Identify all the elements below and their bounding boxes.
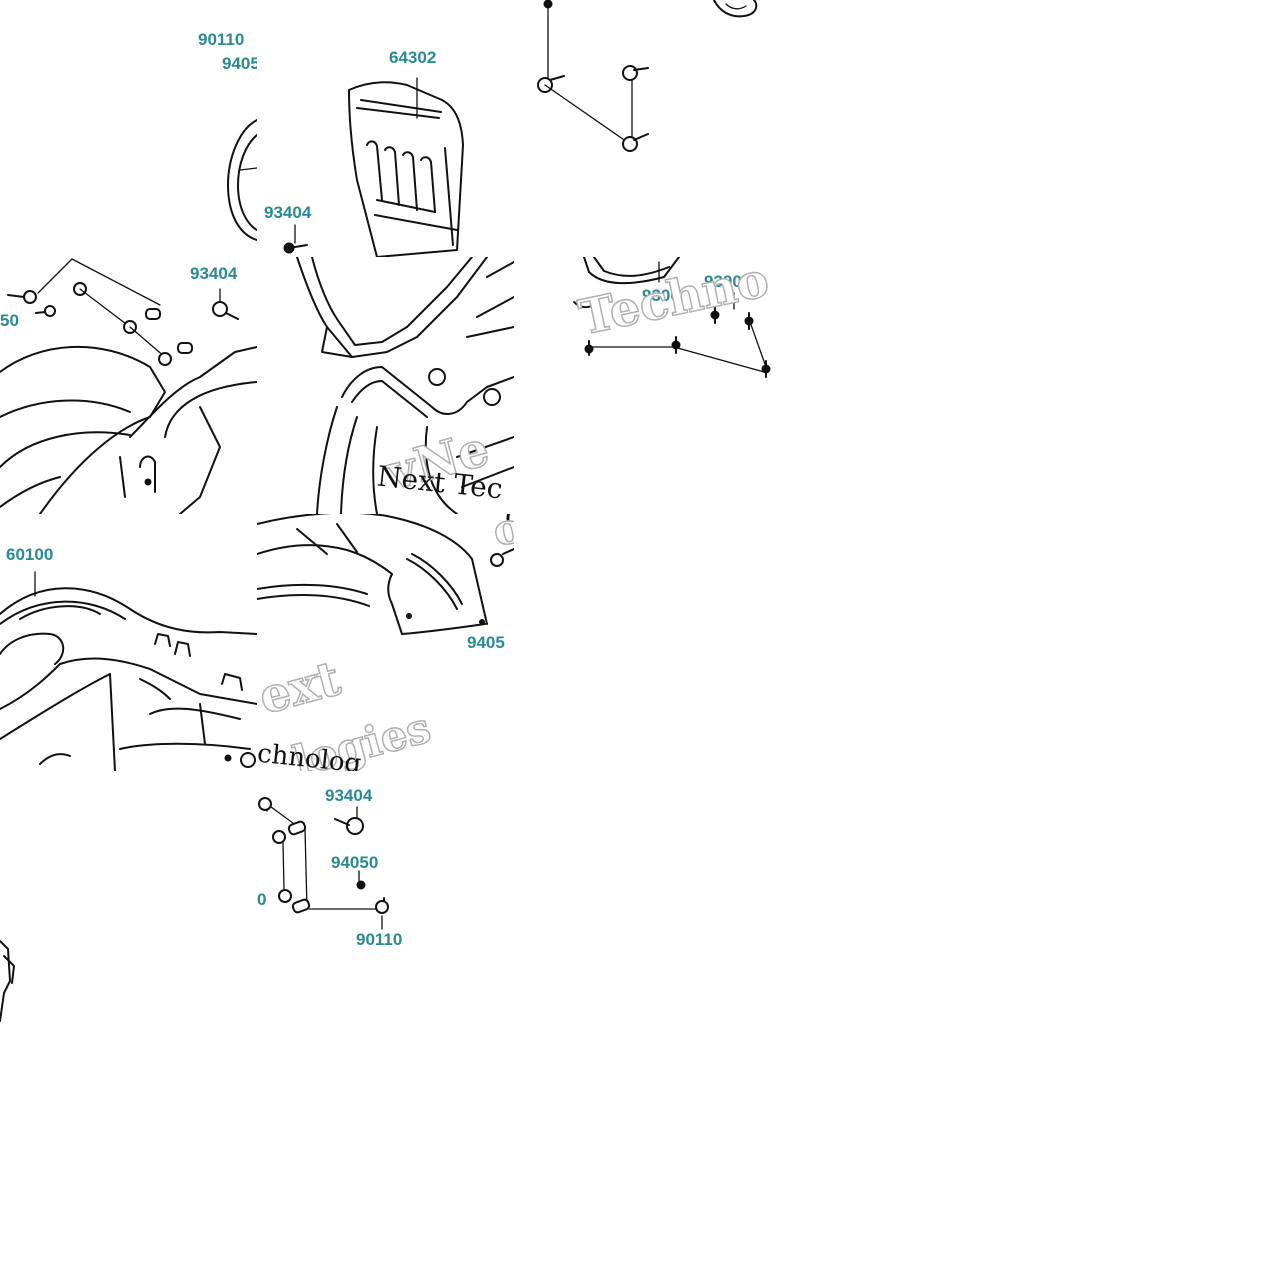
part-number-90110: 90110 [198, 30, 245, 49]
part-number-50: 50 [0, 311, 19, 330]
part-number-64302: 64302 [389, 48, 437, 67]
part-number-9300: 9300 [642, 286, 680, 305]
part-number-9405: 9405 [222, 54, 257, 73]
diagram-tile-0-0: 90110 9405 [0, 0, 257, 257]
part-number-94050: 94050 [331, 853, 379, 872]
diagram-tile-2-0 [514, 0, 771, 257]
part-number-90110: 90110 [356, 930, 403, 949]
part-number-93404: 93404 [325, 786, 373, 805]
diagram-tile-2-1: 9300 9390 Techno [514, 257, 771, 514]
diagram-tile-1-1: vNe Next Tec [257, 257, 514, 514]
diagram-tile-1-2: 9405 ologies ologies ext logies chnolog [257, 514, 514, 771]
fender-flare-drawing [257, 514, 514, 635]
rear-fender-drawing [0, 258, 257, 514]
part-number-9390: 9390 [704, 272, 742, 291]
front-fender-drawing [296, 257, 514, 514]
side-cover-drawing [283, 77, 464, 257]
diagram-tile-0-2: 60100 [0, 514, 257, 771]
part-number-9405: 9405 [467, 633, 505, 652]
fender-edge-drawing [227, 119, 257, 241]
diagram-tile-1-3: 93404 94050 0 90110 [257, 771, 514, 1028]
fastener-group-drawing [537, 0, 758, 152]
part-number-60100: 60100 [6, 545, 54, 564]
fastener-group-drawing [573, 257, 771, 378]
diagram-tile-0-1: 93404 50 [0, 257, 257, 514]
fastener-group-drawing [258, 797, 389, 930]
diagram-tile-0-3 [0, 771, 257, 1028]
front-carrier-drawing [0, 571, 257, 771]
part-number-93404: 93404 [264, 203, 312, 222]
part-number-93404: 93404 [190, 264, 238, 283]
diagram-tile-1-0: 64302 93404 [257, 0, 514, 257]
bracket-edge-drawing [0, 940, 15, 1022]
part-number-0: 0 [257, 890, 267, 909]
